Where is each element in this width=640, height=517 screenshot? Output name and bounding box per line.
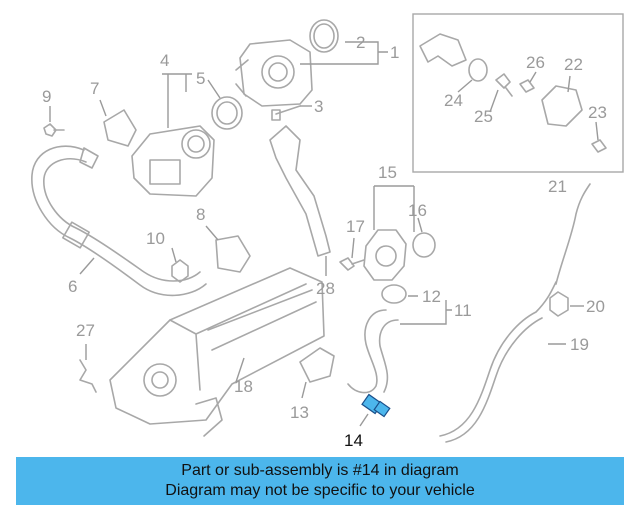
bolt-part-14-highlighted[interactable]	[361, 393, 391, 418]
leader-17	[351, 237, 355, 259]
nut-part-20	[549, 291, 569, 317]
line-part-19	[439, 281, 557, 443]
gasket-part-13	[299, 347, 335, 383]
leader-25	[489, 89, 499, 113]
leader-14	[359, 413, 369, 427]
callout-14-highlighted: 14	[344, 431, 363, 450]
bolt-part-9	[43, 123, 65, 137]
leader-18	[235, 357, 245, 383]
callout-26: 26	[526, 53, 545, 72]
callout-2: 2	[356, 33, 365, 52]
callout-19: 19	[570, 335, 589, 354]
egr-cooler-part	[109, 267, 325, 437]
callout-13: 13	[290, 403, 309, 422]
gasket-part-5-inner	[216, 101, 238, 125]
bolt-part-25	[495, 73, 513, 97]
inset-box	[412, 13, 624, 173]
leader-8	[205, 225, 219, 241]
line-part-21	[555, 183, 591, 285]
gasket-part-16	[412, 232, 436, 258]
seal-part-12	[381, 284, 407, 304]
callout-23: 23	[588, 103, 607, 122]
gasket-part-2	[309, 19, 339, 53]
callout-24: 24	[444, 91, 463, 110]
callout-11: 11	[454, 301, 472, 320]
leader-5	[207, 79, 221, 99]
bolt-part-26	[519, 79, 535, 93]
sensor-part-27	[79, 359, 97, 393]
leader-15	[373, 185, 415, 232]
bolt-part-3	[271, 105, 301, 121]
callout-16: 16	[408, 201, 427, 220]
bolt-part-23	[591, 139, 607, 153]
flange-part-15	[363, 229, 407, 281]
callout-4: 4	[160, 51, 169, 70]
callout-12: 12	[422, 287, 441, 306]
callout-3: 3	[314, 97, 323, 116]
callout-9: 9	[42, 87, 51, 106]
banner-line-1: Part or sub-assembly is #14 in diagram	[181, 462, 459, 479]
callout-18: 18	[234, 377, 253, 396]
bracket-part-28	[269, 125, 331, 257]
leader-1-2	[300, 41, 388, 65]
grommet-part-24	[468, 58, 488, 82]
leader-23	[595, 121, 599, 141]
callout-6: 6	[68, 277, 77, 296]
gasket-part-5	[211, 96, 243, 130]
pipe-part-11-inner	[378, 319, 399, 393]
gasket-part-8	[215, 235, 251, 273]
callout-8: 8	[196, 205, 205, 224]
callout-5: 5	[196, 69, 205, 88]
bracket-part-inset	[419, 33, 467, 67]
leader-10	[171, 247, 177, 263]
leader-6	[79, 257, 95, 275]
leader-22	[567, 75, 571, 93]
gasket-part-7	[103, 109, 137, 147]
pipe-part-11	[347, 309, 387, 394]
leader-13	[301, 381, 307, 399]
callout-21: 21	[548, 177, 567, 196]
callout-22: 22	[564, 55, 583, 74]
gasket-part-2-inner	[313, 23, 335, 49]
throttle-body-part	[131, 125, 215, 197]
callout-20: 20	[586, 297, 605, 316]
leader-16	[417, 217, 423, 233]
leader-26	[529, 71, 537, 83]
callout-10: 10	[146, 229, 165, 248]
egr-valve-part	[235, 39, 313, 107]
callout-15: 15	[378, 163, 397, 182]
callout-28: 28	[316, 279, 335, 298]
callout-1: 1	[390, 43, 399, 62]
callout-25: 25	[474, 107, 493, 126]
callout-27: 27	[76, 321, 95, 340]
egr-pipe-part-6	[31, 145, 207, 297]
leader-24	[457, 79, 473, 93]
callout-7: 7	[90, 79, 99, 98]
leader-4-5	[162, 73, 192, 128]
leader-11-12	[400, 295, 452, 325]
sensor-part-22	[541, 85, 583, 127]
leader-7	[99, 99, 107, 117]
callout-17: 17	[346, 217, 365, 236]
info-banner: Part or sub-assembly is #14 in diagram D…	[16, 457, 624, 505]
bolt-part-17	[339, 257, 365, 271]
nut-part-10	[171, 259, 189, 283]
banner-line-2: Diagram may not be specific to your vehi…	[165, 482, 475, 499]
